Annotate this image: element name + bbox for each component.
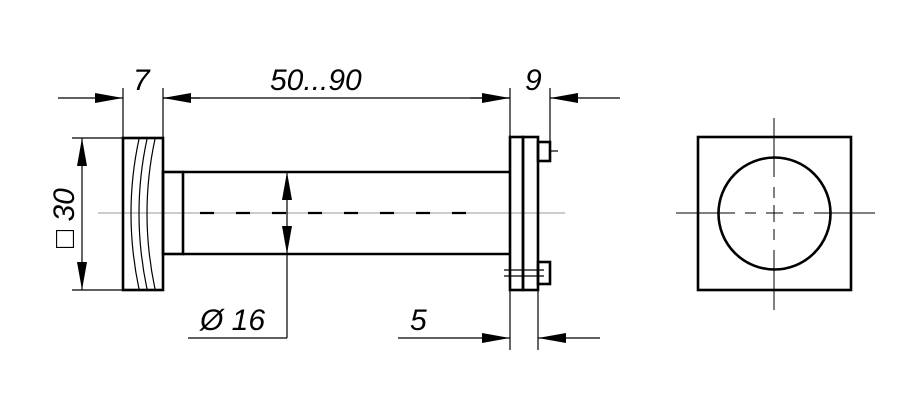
dim-back-plate: 9 bbox=[470, 64, 620, 103]
collar bbox=[161, 170, 185, 256]
front-flange bbox=[121, 136, 165, 292]
extension-lines bbox=[72, 88, 551, 350]
back-plate bbox=[504, 135, 558, 292]
dim-gap: 5 bbox=[398, 304, 600, 343]
front-view bbox=[676, 118, 875, 310]
dim-square: □ 30 bbox=[48, 138, 87, 290]
dim-label-square: □ 30 bbox=[48, 188, 81, 248]
dim-label-diameter: Ø 16 bbox=[199, 304, 265, 337]
dim-label-length: 50...90 bbox=[270, 64, 362, 97]
body-tube bbox=[183, 170, 510, 256]
side-view: 7 50...90 9 □ 30 Ø 16 bbox=[48, 64, 620, 350]
front-centerlines bbox=[676, 118, 875, 310]
dim-label-9: 9 bbox=[525, 64, 542, 97]
dim-length: 50...90 bbox=[163, 64, 510, 103]
dim-front-thickness: 7 bbox=[58, 64, 200, 103]
dim-label-7: 7 bbox=[133, 64, 151, 97]
dim-label-5: 5 bbox=[410, 304, 427, 337]
dim-diameter: Ø 16 bbox=[188, 172, 292, 339]
